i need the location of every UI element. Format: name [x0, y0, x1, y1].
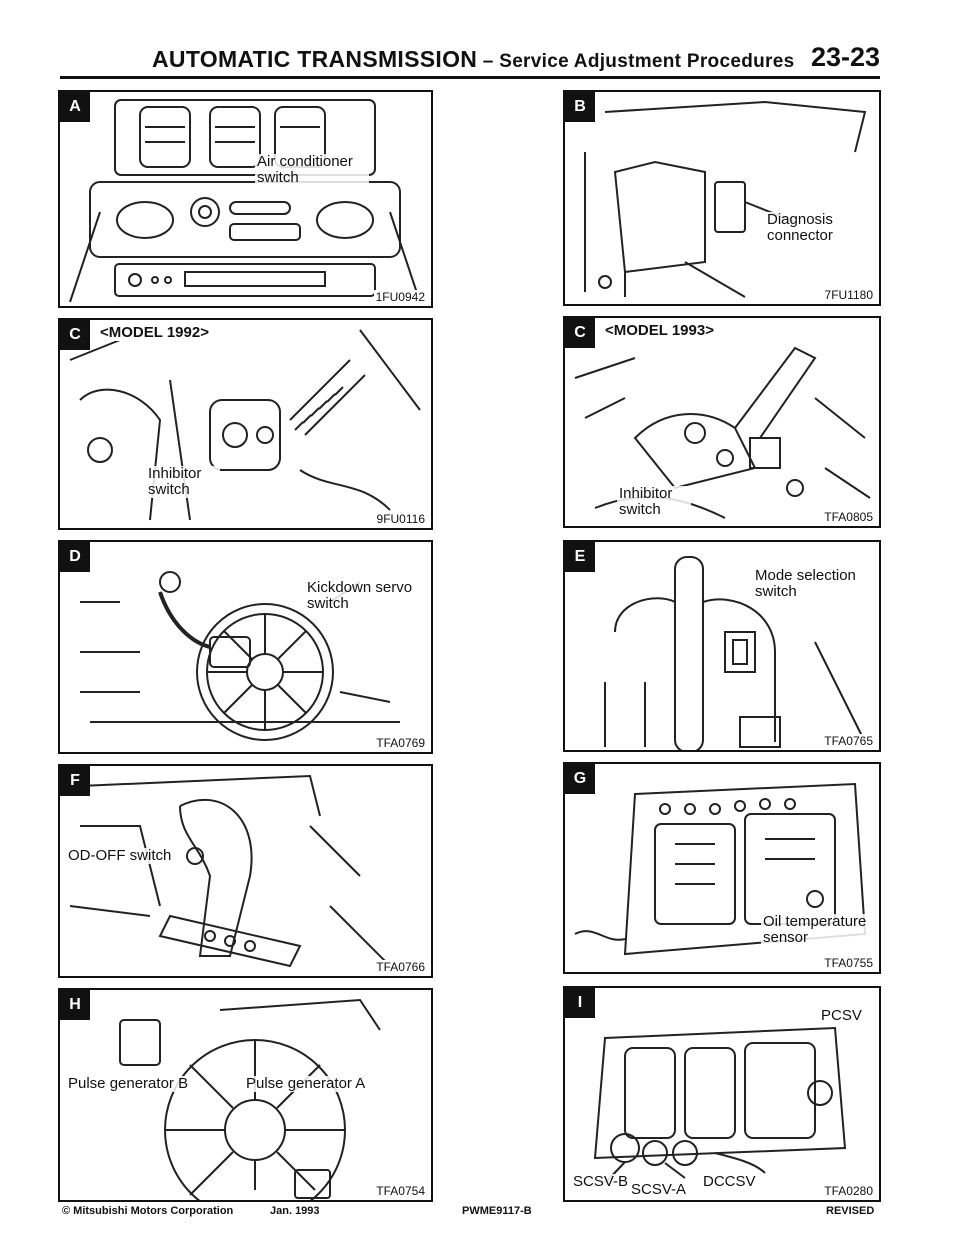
label-scsv-b: SCSV-B — [571, 1173, 631, 1190]
label-dccsv: DCCSV — [701, 1173, 758, 1190]
label-pcsv: PCSV — [819, 1007, 864, 1024]
panel-tag: C — [60, 320, 90, 350]
panel-tag: H — [60, 990, 90, 1020]
footer-copyright: © Mitsubishi Motors Corporation — [62, 1205, 234, 1217]
panel-tag: I — [565, 988, 595, 1018]
figure-code: TFA0769 — [374, 736, 427, 750]
panel-tag: B — [565, 92, 595, 122]
panel-d-kickdown-servo: D Kickdown servo switch TFA0769 — [58, 540, 433, 754]
od-off-switch-illustration — [69, 774, 391, 968]
panel-tag: A — [60, 92, 90, 122]
model-label: <MODEL 1993> — [603, 322, 716, 339]
label-scsv-a: SCSV-A — [629, 1181, 689, 1198]
solenoid-valves-illustration — [593, 1026, 847, 1184]
figure-code: TFA0280 — [822, 1184, 875, 1198]
label-kickdown-servo-switch: Kickdown servo switch — [305, 580, 424, 612]
figure-code: TFA0765 — [822, 734, 875, 748]
dashboard-vents-illustration — [69, 99, 421, 303]
panel-tag: F — [60, 766, 90, 796]
panel-c-model-1992: C <MODEL 1992> Inhibitor switch 9FU0116 — [58, 318, 433, 530]
inhibitor-switch-1993-illustration — [574, 346, 871, 519]
label-od-off-switch: OD-OFF switch — [66, 847, 174, 864]
panel-g-oil-temperature: G Oil temperature sensor TFA0755 — [563, 762, 881, 974]
label-diagnosis-connector: Diagnosis connector — [765, 212, 859, 244]
panel-f-od-off: F OD-OFF switch TFA0766 — [58, 764, 433, 978]
figure-code: 1FU0942 — [373, 290, 427, 304]
panel-h-pulse-generator: H Pulse generator B Pulse generator A TF… — [58, 988, 433, 1202]
panel-i-solenoid-valves: I PCSV SCSV-B SCSV-A DCCSV TFA0280 — [563, 986, 881, 1202]
title-separator: – — [477, 51, 500, 72]
label-air-conditioner-switch: Air conditioner switch — [255, 154, 369, 186]
kickdown-servo-illustration — [80, 571, 400, 741]
panel-tag: C — [565, 318, 595, 348]
label-inhibitor-switch: Inhibitor switch — [146, 466, 220, 498]
label-oil-temperature-sensor: Oil temperature sensor — [761, 914, 879, 946]
panel-tag: G — [565, 764, 595, 794]
panel-b-diagnosis-connector: B Diagnosis connector 7FU1180 — [563, 90, 881, 306]
label-pulse-generator-b: Pulse generator B — [66, 1075, 191, 1092]
footer-doc-code: PWME9117-B — [462, 1205, 532, 1217]
panel-tag: D — [60, 542, 90, 572]
label-mode-selection-switch: Mode selection switch — [753, 568, 872, 600]
label-inhibitor-switch: Inhibitor switch — [617, 486, 691, 518]
page-title: AUTOMATIC TRANSMISSION – Service Adjustm… — [152, 46, 794, 73]
page-header: AUTOMATIC TRANSMISSION – Service Adjustm… — [60, 40, 880, 80]
figure-code: TFA0805 — [822, 510, 875, 524]
title-main: AUTOMATIC TRANSMISSION — [152, 46, 478, 72]
figure-code: TFA0755 — [822, 956, 875, 970]
header-rule — [60, 76, 880, 79]
diagnosis-connector-illustration — [584, 100, 867, 298]
mode-selection-switch-illustration — [604, 556, 866, 750]
figure-code: TFA0766 — [374, 960, 427, 974]
footer-status: REVISED — [826, 1205, 875, 1217]
figure-code: 9FU0116 — [374, 512, 427, 526]
inhibitor-switch-1992-illustration — [69, 329, 421, 521]
panel-a-air-conditioner: A Air conditioner switch 1FU0942 — [58, 90, 433, 308]
figure-code: TFA0754 — [374, 1184, 427, 1198]
model-label: <MODEL 1992> — [98, 324, 211, 341]
label-pulse-generator-a: Pulse generator A — [244, 1075, 368, 1092]
figure-code: 7FU1180 — [822, 288, 875, 302]
page-number: 23-23 — [810, 42, 880, 72]
footer-date: Jan. 1993 — [270, 1205, 320, 1217]
panel-c-model-1993: C <MODEL 1993> Inhibitor switch TFA0805 — [563, 316, 881, 528]
panel-e-mode-selection: E Mode selection switch TFA0765 — [563, 540, 881, 752]
title-subtitle: Service Adjustment Procedures — [499, 51, 795, 72]
pulse-generator-illustration — [119, 998, 381, 1200]
panel-tag: E — [565, 542, 595, 572]
